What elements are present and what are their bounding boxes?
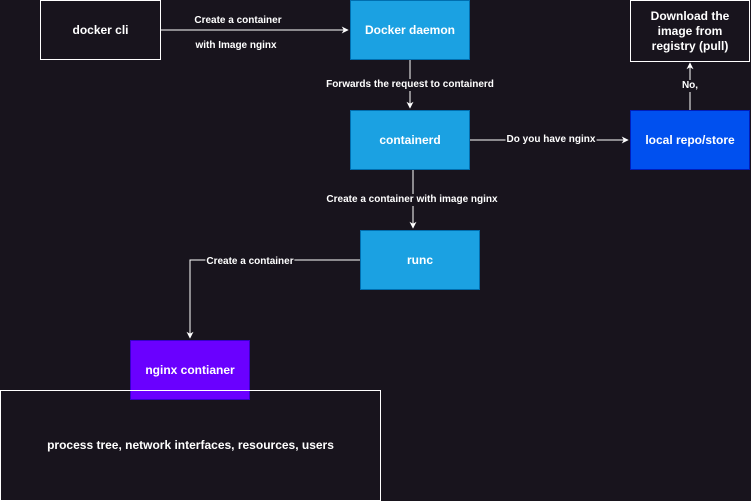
- download-label: Download the image from registry (pull): [650, 8, 730, 53]
- containerd-node: containerd: [350, 110, 470, 170]
- nginx-container-label: nginx contianer: [145, 362, 235, 377]
- runc-node: runc: [360, 230, 480, 290]
- edge-runc-to-nginx: [186, 259, 360, 339]
- edge-label-containerd-repo: Do you have nginx: [505, 134, 597, 146]
- download-node: Download the image from registry (pull): [630, 0, 750, 62]
- docker-cli-node: docker cli: [40, 0, 161, 60]
- edge-label-runc-nginx: Create a container: [205, 256, 295, 268]
- edge-label-containerd-runc: Create a container with image nginx: [325, 194, 499, 206]
- process-tree-label: process tree, network interfaces, resour…: [47, 438, 334, 452]
- containerd-label: containerd: [379, 132, 441, 147]
- docker-daemon-label: Docker daemon: [364, 22, 456, 37]
- runc-label: runc: [406, 252, 433, 267]
- docker-cli-label: docker cli: [72, 22, 129, 37]
- edge-label-repo-download: No,: [680, 80, 700, 92]
- edge-label-cli-daemon-2: with Image nginx: [195, 40, 277, 51]
- docker-daemon-node: Docker daemon: [350, 0, 470, 60]
- edge-label-daemon-containerd: Forwards the request to containerd: [325, 79, 495, 91]
- process-tree-node: process tree, network interfaces, resour…: [0, 390, 381, 501]
- local-repo-label: local repo/store: [645, 132, 735, 147]
- local-repo-node: local repo/store: [630, 110, 750, 170]
- edge-label-cli-daemon-1: Create a container: [194, 15, 282, 26]
